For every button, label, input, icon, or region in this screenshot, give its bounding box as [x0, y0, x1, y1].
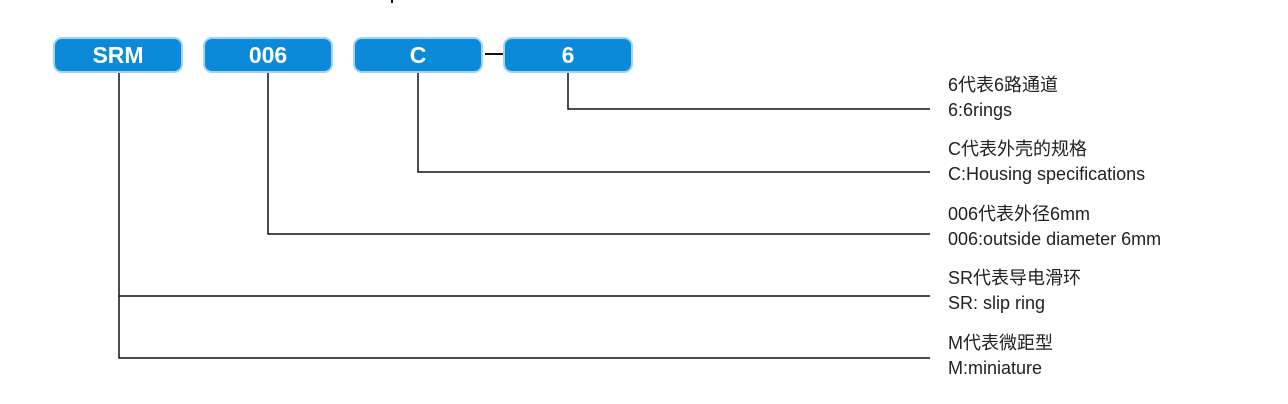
label-slip-ring: SR代表导电滑环 SR: slip ring [948, 266, 1081, 316]
label-zh: 6代表6路通道 [948, 75, 1059, 95]
code-box-006: 006 [203, 37, 333, 73]
label-rings: 6代表6路通道 6:6rings [948, 73, 1058, 123]
leader-sr [118, 72, 930, 297]
label-en: SR: slip ring [948, 293, 1046, 313]
label-en: C:Housing specifications [948, 164, 1146, 184]
leader-c [417, 72, 930, 173]
label-miniature: M代表微距型 M:miniature [948, 331, 1053, 381]
code-box-srm: SRM [53, 37, 183, 73]
code-box-6: 6 [503, 37, 633, 73]
leader-6 [567, 72, 930, 110]
label-en: 006:outside diameter 6mm [948, 229, 1162, 249]
label-diameter: 006代表外径6mm 006:outside diameter 6mm [948, 202, 1161, 252]
label-en: M:miniature [948, 358, 1043, 378]
label-zh: SR代表导电滑环 [948, 268, 1082, 288]
leader-006 [267, 72, 930, 235]
code-box-c: C [353, 37, 483, 73]
leader-m [118, 296, 930, 359]
label-en: 6:6rings [948, 100, 1013, 120]
label-housing: C代表外壳的规格 C:Housing specifications [948, 137, 1145, 187]
label-zh: C代表外壳的规格 [948, 139, 1087, 159]
label-zh: M代表微距型 [948, 333, 1053, 353]
label-zh: 006代表外径6mm [948, 204, 1091, 224]
